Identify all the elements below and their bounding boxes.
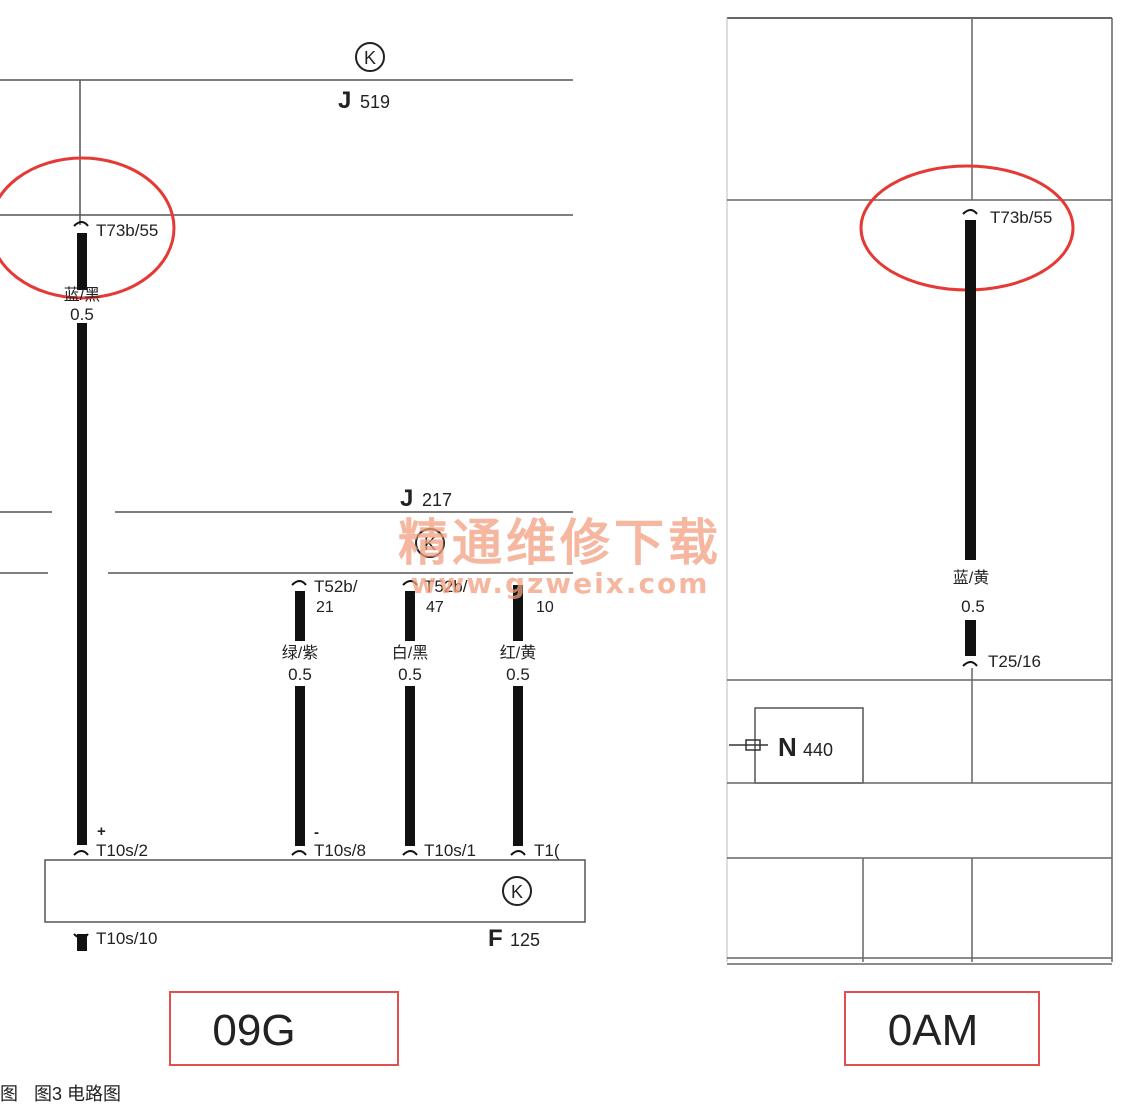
- connector-t73b-left: [73, 221, 89, 227]
- connector-t73b-right: [962, 209, 978, 215]
- wire3-gauge: 0.5: [506, 665, 530, 684]
- wire1: [295, 686, 305, 846]
- connector-t52b-47: [402, 580, 418, 586]
- n440-name: N: [778, 732, 797, 762]
- main-wire-polarity: +: [97, 823, 106, 840]
- highlight-ellipse-left: [0, 156, 176, 300]
- wire1-pin-top-a: T52b/: [314, 577, 358, 596]
- wire1-polarity: -: [314, 824, 319, 841]
- wire1-top: [295, 591, 305, 641]
- f125-box: [44, 859, 586, 923]
- figure-caption: 图3 电路图: [34, 1084, 121, 1104]
- wire3-top: [513, 585, 523, 641]
- n440-coil-icon: [745, 739, 761, 751]
- ground-pin: T10s/10: [96, 929, 157, 948]
- connector-t10s8: [291, 850, 307, 856]
- tag-09g-box: [169, 991, 399, 1066]
- tag-0am-box: [844, 991, 1040, 1066]
- right-wire-bottom: [965, 620, 976, 656]
- connector-t10s2: [73, 850, 89, 856]
- right-wire-gauge: 0.5: [961, 597, 985, 616]
- j217-sub: 217: [422, 490, 452, 510]
- main-wire-pin-bottom: T10s/2: [96, 841, 148, 860]
- right-panel: T73b/55 蓝/黄 0.5 T25/16 N 440 0AM: [726, 17, 1113, 1066]
- wire3-pin-top-b: 10: [536, 599, 554, 616]
- wire1-color: 绿/紫: [282, 644, 318, 662]
- main-wire-pin-top: T73b/55: [96, 221, 158, 240]
- connector-t10s1: [402, 850, 418, 856]
- wire1-pin-top-b: 21: [316, 599, 334, 616]
- wire1-pin-bottom: T10s/8: [314, 841, 366, 860]
- caption-fragment: 图: [0, 1084, 18, 1104]
- ground-stub: [77, 934, 87, 951]
- j217-name: J: [400, 485, 413, 512]
- j519-name: J: [338, 87, 351, 114]
- f125-name: F: [488, 925, 503, 952]
- wire2-top: [405, 591, 415, 641]
- wire2-pin-top-a: T52b/: [424, 577, 468, 596]
- tag-09g: 09G: [212, 1006, 295, 1055]
- f125-k-label: K: [511, 882, 523, 902]
- wire1-gauge: 0.5: [288, 665, 312, 684]
- f125-k-symbol: [502, 876, 532, 906]
- wire2-pin-bottom: T10s/1: [424, 841, 476, 860]
- wire3-pin-bottom: T1(: [534, 841, 560, 860]
- wire3-color: 红/黄: [500, 644, 536, 662]
- main-wire-gauge: 0.5: [70, 305, 94, 324]
- right-wire-color: 蓝/黄: [953, 569, 989, 587]
- wire2-color: 白/黑: [392, 644, 428, 662]
- wire2: [405, 686, 415, 846]
- watermark-url: www.gzweix.com: [411, 567, 710, 600]
- j519-k-label: K: [364, 48, 376, 68]
- right-wire: [965, 220, 976, 560]
- right-wire-pin-top: T73b/55: [990, 208, 1052, 227]
- watermark-cn: 精通维修下载: [398, 514, 722, 572]
- main-wire-color: 蓝/黑: [64, 286, 100, 304]
- n440-sub: 440: [803, 740, 833, 760]
- j519-sub: 519: [360, 92, 390, 112]
- tag-0am: 0AM: [888, 1006, 978, 1055]
- left-panel: K J 519 T73b/55 蓝/黑 0.5 + T10s/2 J 217 K…: [0, 42, 586, 1066]
- f125-sub: 125: [510, 930, 540, 950]
- connector-t25-16: [962, 661, 978, 667]
- j519-k-symbol: [355, 42, 385, 72]
- j217-k-label: K: [424, 534, 436, 554]
- wire2-gauge: 0.5: [398, 665, 422, 684]
- connector-t52b-21: [291, 580, 307, 586]
- wire3: [513, 686, 523, 846]
- wire2-pin-top-b: 47: [426, 599, 444, 616]
- connector-t10-x: [510, 850, 526, 856]
- j217-k-symbol: [415, 528, 445, 558]
- right-wire-pin-bottom: T25/16: [988, 652, 1041, 671]
- main-wire-top: [77, 233, 87, 290]
- main-wire: [77, 323, 87, 845]
